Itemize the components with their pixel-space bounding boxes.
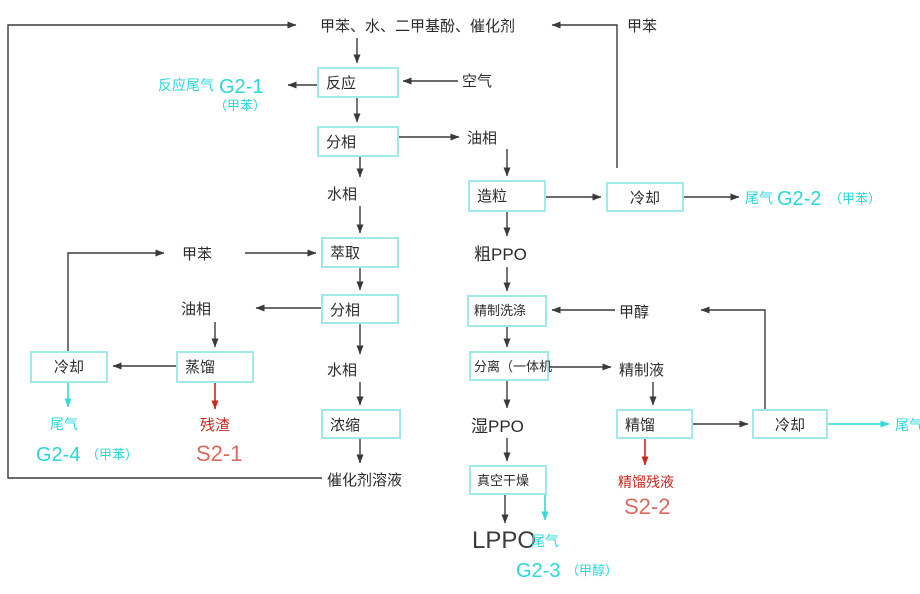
refining-washing-box bbox=[467, 295, 547, 327]
vacuum-drying-box bbox=[469, 465, 547, 495]
vacuum-drying-label: 真空干燥 bbox=[477, 473, 529, 488]
cooling-bottom-right-box bbox=[752, 409, 828, 439]
rectification-residue-label: 精馏残液 bbox=[618, 474, 674, 490]
granulation-label: 造粒 bbox=[477, 188, 507, 205]
residue-label: 残渣 bbox=[200, 417, 230, 434]
separation-box bbox=[469, 351, 549, 381]
flow-cooling-to-toluene-recycle bbox=[67, 249, 165, 352]
offgas-right-label: 尾气 bbox=[895, 417, 920, 433]
rectification-label: 精馏 bbox=[625, 417, 655, 434]
g2-4-code: G2-4 bbox=[36, 444, 80, 466]
s2-2-code: S2-2 bbox=[624, 494, 670, 519]
oil-phase-left-label: 油相 bbox=[181, 301, 211, 318]
methanol-label: 甲醇 bbox=[619, 304, 649, 321]
phase-separation-1-box bbox=[317, 126, 399, 157]
refined-liquid-label: 精制液 bbox=[619, 362, 664, 379]
reaction-box bbox=[317, 67, 399, 98]
flow-cooling-recycle-to-methanol bbox=[700, 306, 766, 410]
g2-2-note: （甲苯） bbox=[829, 191, 881, 206]
s2-1-code: S2-1 bbox=[196, 441, 242, 466]
phase-separation-2-label: 分相 bbox=[330, 302, 360, 319]
air-label: 空气 bbox=[462, 73, 492, 90]
distillation-label: 蒸馏 bbox=[185, 359, 215, 376]
g2-4-note: （甲苯） bbox=[86, 447, 138, 462]
flow-toluene-top-to-feed bbox=[551, 21, 618, 168]
g2-1-note: （甲苯） bbox=[214, 98, 266, 113]
extraction-label: 萃取 bbox=[330, 245, 360, 262]
cooling-bottom-right-label: 冷却 bbox=[775, 417, 805, 434]
g2-2-code: G2-2 bbox=[777, 188, 821, 210]
offgas-dryer-label: 尾气 bbox=[531, 533, 559, 549]
water-phase-1-label: 水相 bbox=[327, 186, 357, 203]
g2-3-code: G2-3 bbox=[516, 560, 560, 582]
toluene-top-label: 甲苯 bbox=[627, 18, 657, 35]
lppo-label: LPPO bbox=[472, 527, 536, 554]
g2-1-code: G2-1 bbox=[219, 76, 263, 98]
offgas-g2-2-label: 尾气 bbox=[745, 190, 773, 206]
concentration-label: 浓缩 bbox=[330, 417, 360, 434]
reaction-label: 反应 bbox=[326, 74, 356, 92]
granulation-box bbox=[468, 180, 546, 212]
cooling-left-label: 冷却 bbox=[54, 359, 84, 376]
cooling-top-right-label: 冷却 bbox=[630, 190, 660, 207]
wet-ppo-label: 湿PPO bbox=[471, 417, 524, 436]
cooling-left-box bbox=[30, 351, 108, 383]
flow-catalyst-recycle-to-feed bbox=[7, 21, 322, 479]
catalyst-solution-label: 催化剂溶液 bbox=[327, 472, 402, 489]
oil-phase-right-label: 油相 bbox=[467, 130, 497, 147]
separation-label: 分离（一体机 bbox=[474, 359, 552, 374]
phase-separation-2-box bbox=[321, 294, 399, 324]
cooling-top-right-box bbox=[606, 182, 684, 212]
offgas-left-label: 尾气 bbox=[50, 416, 78, 432]
reaction-offgas-label: 反应尾气 bbox=[158, 77, 214, 93]
refining-washing-label: 精制洗涤 bbox=[474, 303, 526, 318]
distillation-box bbox=[176, 351, 254, 383]
water-phase-2-label: 水相 bbox=[327, 362, 357, 379]
feed-mixture-label: 甲苯、水、二甲基酚、催化剂 bbox=[320, 18, 515, 35]
rectification-box bbox=[616, 409, 693, 439]
crude-ppo-label: 粗PPO bbox=[474, 245, 527, 264]
extraction-box bbox=[321, 237, 399, 268]
phase-separation-1-label: 分相 bbox=[326, 134, 356, 151]
g2-3-note: （甲醇） bbox=[566, 563, 618, 578]
concentration-box bbox=[321, 409, 401, 439]
toluene-recycle-label: 甲苯 bbox=[182, 246, 212, 263]
